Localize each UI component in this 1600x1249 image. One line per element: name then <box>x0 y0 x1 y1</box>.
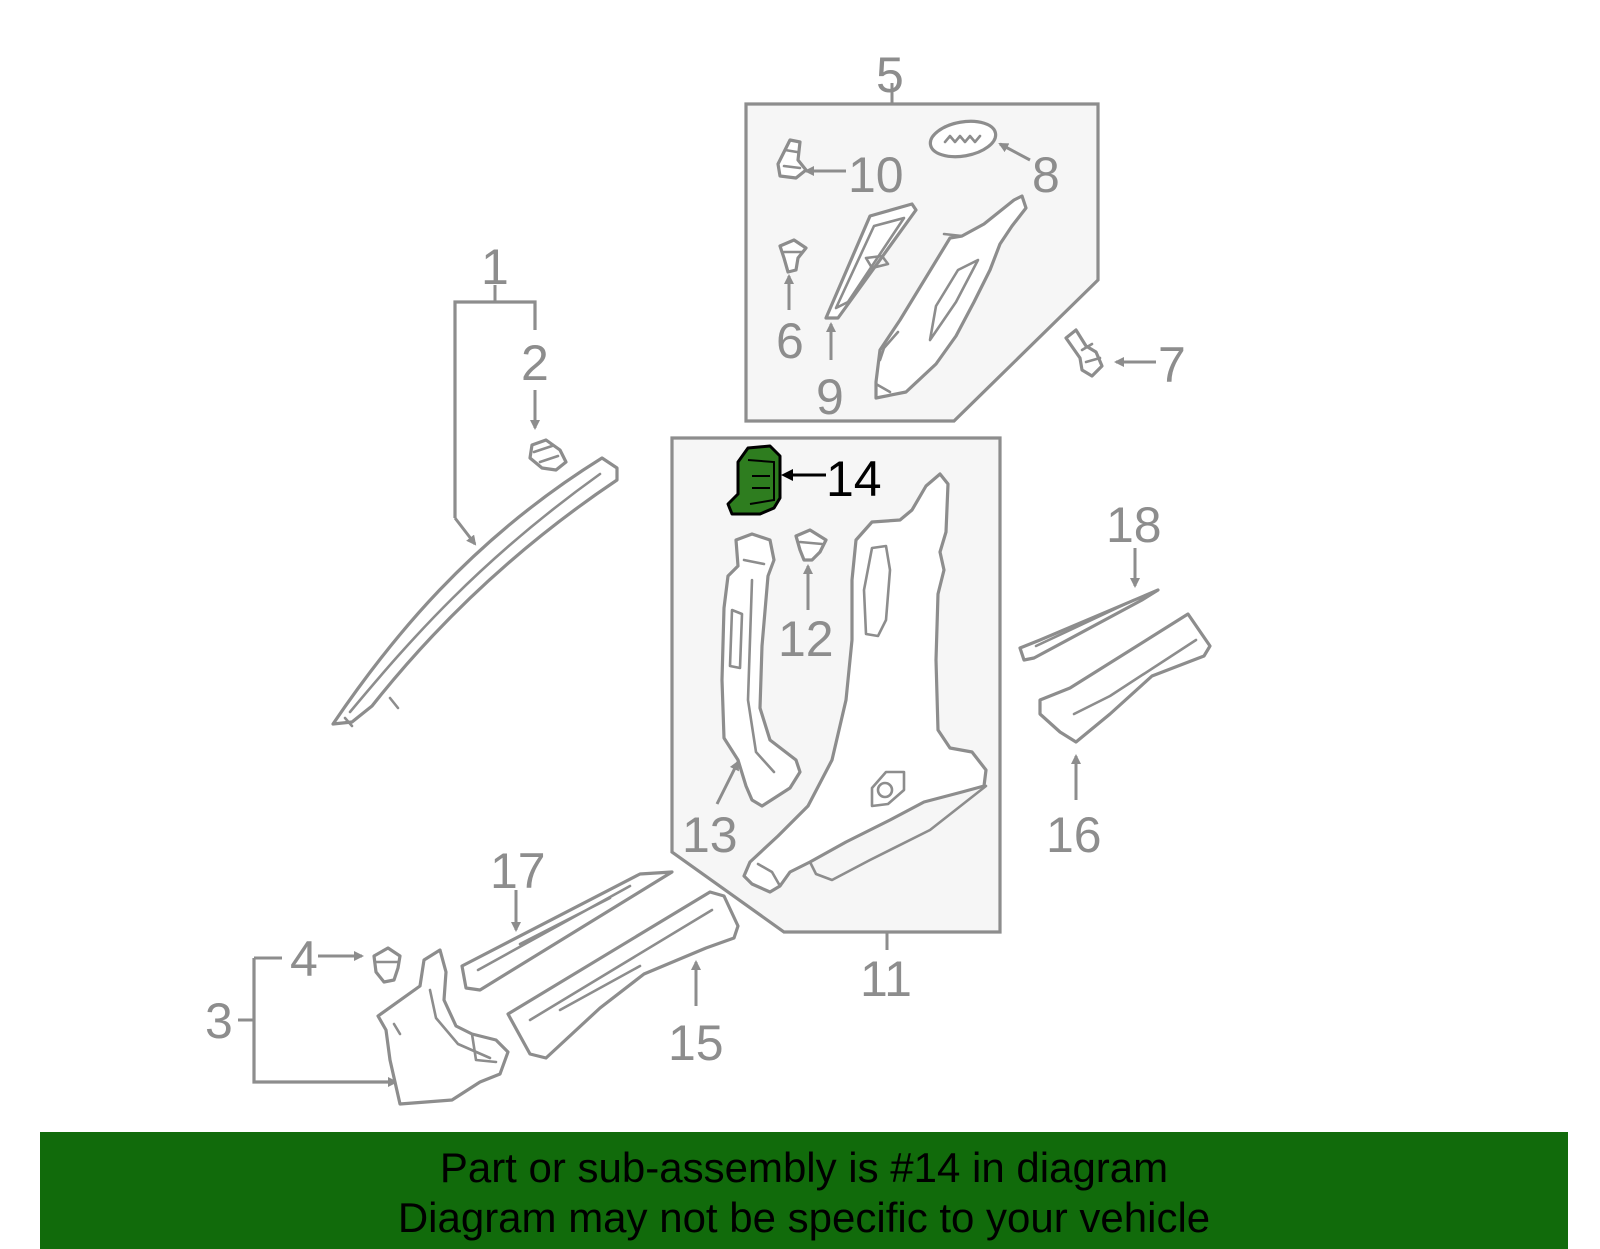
bracket-1 <box>453 285 537 546</box>
callout-5: 5 <box>876 47 904 103</box>
part-5-upper-trim <box>874 194 1028 400</box>
part-2-clip <box>528 390 568 472</box>
part-6-push-clip <box>778 238 808 310</box>
part-11-b-pillar-trim <box>742 472 988 894</box>
callout-10: 10 <box>848 147 904 203</box>
banner-line-1: Part or sub-assembly is #14 in diagram <box>439 1144 1169 1191</box>
part-18-sill-strip <box>1018 548 1160 662</box>
callout-2: 2 <box>521 335 549 391</box>
callout-11: 11 <box>860 951 912 1007</box>
callout-3: 3 <box>205 993 233 1049</box>
callout-6: 6 <box>776 313 804 369</box>
part-17-step-strip <box>460 870 674 992</box>
part-15-scuff-plate <box>506 890 740 1060</box>
callout-4: 4 <box>290 931 318 987</box>
part-13-side-trim <box>715 532 802 808</box>
part-1-pillar-trim <box>331 456 619 728</box>
callout-9: 9 <box>816 369 844 425</box>
callout-8: 8 <box>1032 147 1060 203</box>
part-16-sill-plate <box>1038 612 1212 800</box>
callout-18: 18 <box>1106 497 1162 553</box>
part-8-oval-cap <box>928 119 1031 162</box>
part-14-highlighted-bracket <box>726 444 826 516</box>
group-box-5 <box>744 83 1100 423</box>
part-7-bolt <box>1064 328 1156 378</box>
part-12-push-clip <box>794 528 828 610</box>
part-10-clip <box>776 138 846 180</box>
callout-14: 14 <box>826 451 882 507</box>
callout-13: 13 <box>682 807 738 863</box>
part-9-panel <box>824 202 918 360</box>
callout-12: 12 <box>778 611 834 667</box>
callout-17: 17 <box>490 843 546 899</box>
banner-line-2: Diagram may not be specific to your vehi… <box>397 1194 1211 1241</box>
callout-16: 16 <box>1046 807 1102 863</box>
callout-15: 15 <box>668 1015 724 1071</box>
bracket-3 <box>238 956 398 1087</box>
callout-7: 7 <box>1158 337 1186 393</box>
part-3-kick-panel <box>376 948 510 1106</box>
info-banner: Part or sub-assembly is #14 in diagram D… <box>40 1132 1568 1249</box>
part-4-clip <box>318 946 402 984</box>
callout-1: 1 <box>481 239 509 295</box>
parts-diagram: 1 2 3 4 5 6 7 8 9 10 11 12 13 14 15 16 1… <box>205 47 1212 1106</box>
